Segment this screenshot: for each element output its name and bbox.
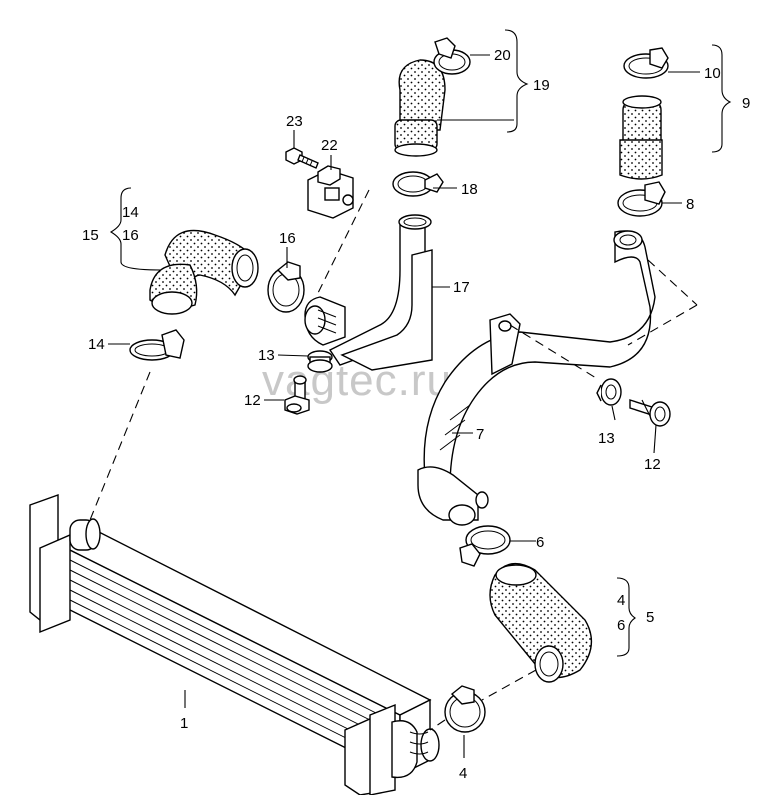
rubber-grommet-part-13-left	[307, 350, 333, 373]
callout-16-hose: 16	[122, 227, 139, 244]
callout-labels: 1 4 4 5 6 6 7 8 9 10 12 12 13 13 14 14 1…	[82, 47, 750, 782]
callout-14-clamp: 14	[88, 336, 105, 353]
intercooler-part-1	[29, 494, 440, 796]
callout-9: 9	[742, 95, 750, 112]
charge-air-pipe-part-17	[304, 214, 433, 371]
callout-13-left: 13	[258, 347, 275, 364]
rubber-grommet-part-13-right	[596, 378, 622, 406]
hose-clamp-part-20	[433, 37, 471, 75]
callout-10: 10	[704, 65, 721, 82]
charge-air-hose-part-5	[489, 562, 593, 683]
pressure-sensor-part-22	[307, 165, 354, 219]
hose-clamp-part-8	[617, 181, 666, 217]
callout-7: 7	[476, 426, 484, 443]
callout-22: 22	[321, 137, 338, 154]
callout-16-clamp: 16	[279, 230, 296, 247]
callout-8: 8	[686, 196, 694, 213]
callout-17: 17	[453, 279, 470, 296]
callout-12-left: 12	[244, 392, 261, 409]
callout-5: 5	[646, 609, 654, 626]
callout-20: 20	[494, 47, 511, 64]
callout-13-right: 13	[598, 430, 615, 447]
hose-clamp-part-4	[444, 685, 486, 733]
hose-clamp-part-10	[623, 47, 669, 79]
charge-air-hose-part-9	[619, 95, 663, 180]
callout-18: 18	[461, 181, 478, 198]
callout-12-right: 12	[644, 456, 661, 473]
callout-6-clamp: 6	[536, 534, 544, 551]
bolt-part-12-left	[284, 375, 310, 415]
callout-19: 19	[533, 77, 550, 94]
callout-4-clamp: 4	[459, 765, 467, 782]
hose-clamp-part-18	[392, 171, 444, 197]
callout-15: 15	[82, 227, 99, 244]
callout-6-hose: 6	[617, 617, 625, 634]
bolt-part-23	[285, 147, 319, 169]
bolt-part-12-right	[629, 399, 671, 427]
callout-1: 1	[180, 715, 188, 732]
hose-clamp-part-16	[267, 261, 305, 313]
leader-lines	[89, 29, 732, 758]
callout-23: 23	[286, 113, 303, 130]
charge-air-pipe-part-7	[417, 230, 656, 526]
charge-air-hose-part-14	[149, 229, 259, 315]
charge-air-hose-part-19	[394, 59, 446, 157]
callout-14-hose: 14	[122, 204, 139, 221]
hose-clamp-part-14	[129, 329, 185, 361]
hose-clamp-part-6	[459, 525, 511, 567]
callout-4-hose: 4	[617, 592, 625, 609]
